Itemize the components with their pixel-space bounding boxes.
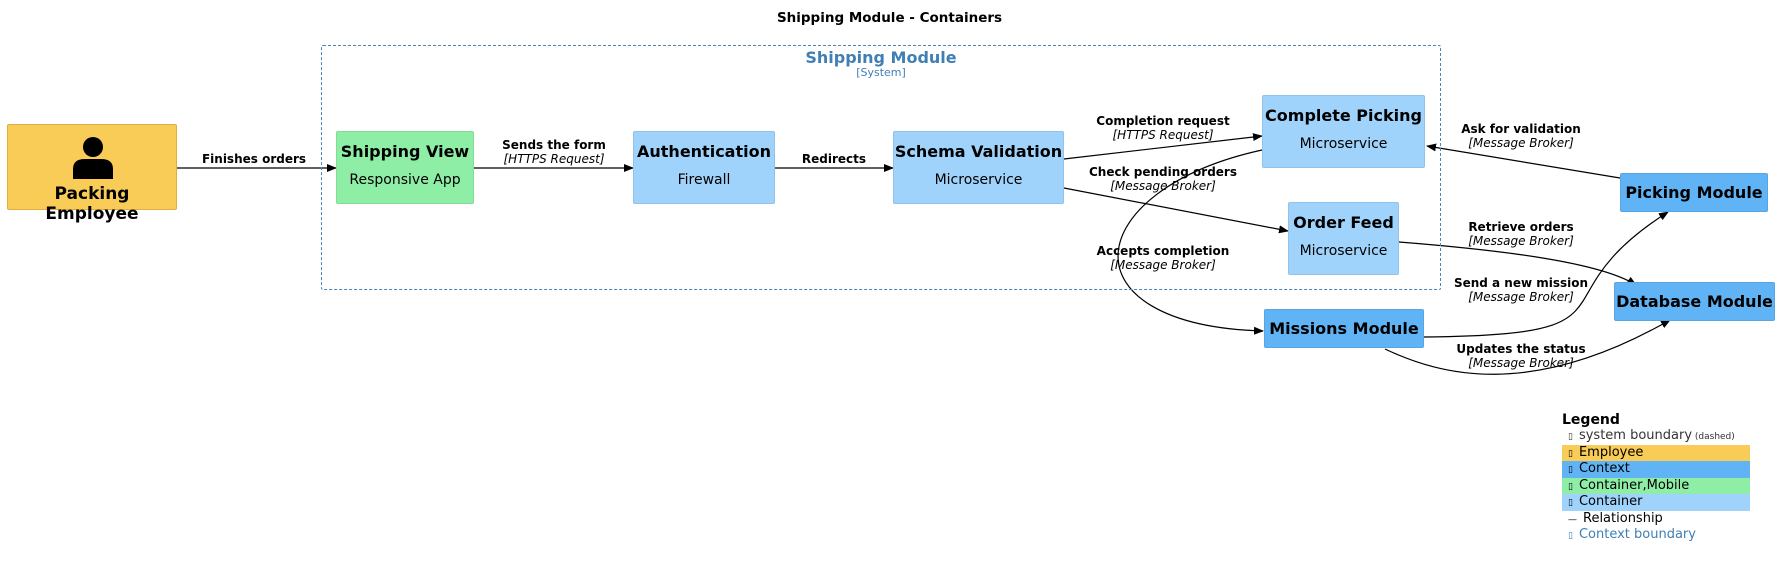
edge-label-accepts-completion: Accepts completion [Message Broker] [1096,244,1230,272]
node-tech: Microservice [934,172,1023,188]
legend-item: ▯ Container [1562,494,1750,511]
legend: Legend ▯ system boundary (dashed) ▯ Employe… [1562,412,1750,544]
legend-glyph: ▯ [1568,448,1573,459]
node-tech: Responsive App [349,172,461,188]
edge-updates-status [1384,319,1671,375]
edge-send-mission [1423,211,1669,338]
legend-label: system boundary [1578,428,1693,443]
legend-glyph: ▯ [1568,465,1573,475]
legend-glyph: ▯ [1568,481,1573,492]
legend-label: Context boundary [1578,527,1696,542]
node-name: Packing Employee [45,184,139,224]
node-missions-module[interactable]: Missions Module [1264,309,1424,348]
edge-label-send-mission: Send a new mission [Message Broker] [1453,276,1589,304]
legend-glyph: ▯ [1568,498,1573,508]
person-icon [73,137,113,179]
legend-label: Relationship [1583,510,1663,526]
edge-label-ask-validation: Ask for validation [Message Broker] [1461,122,1581,150]
legend-label: Container,Mobile [1578,477,1690,493]
edge-label-redirects: Redirects [801,152,867,166]
node-schema-validation[interactable]: Schema Validation Microservice [893,131,1064,204]
diagram-title: Shipping Module - Containers [776,10,1003,26]
node-authentication[interactable]: Authentication Firewall [633,131,775,204]
node-name: Complete Picking [1265,106,1422,125]
legend-rows: ▯ system boundary (dashed) ▯ Employee ▯ Conte… [1562,428,1750,544]
node-shipping-view[interactable]: Shipping View Responsive App [336,131,474,204]
legend-label: Context [1578,461,1630,476]
node-tech: Microservice [1299,243,1388,259]
node-database-module[interactable]: Database Module [1614,282,1775,321]
boundary-type: [System] [856,66,906,79]
edge-label-finishes-orders: Finishes orders [201,152,307,166]
node-complete-picking[interactable]: Complete Picking Microservice [1262,95,1425,168]
legend-glyph: ▯ [1568,432,1573,442]
edge-accepts-completion [1117,149,1264,335]
edge-label-check-pending: Check pending orders [Message Broker] [1089,165,1237,193]
node-picking-module[interactable]: Picking Module [1620,173,1768,212]
node-name: Authentication [637,142,771,161]
edge-label-retrieve-orders: Retrieve orders [Message Broker] [1468,220,1574,248]
edge-label-updates-status: Updates the status [Message Broker] [1456,342,1586,370]
node-name: Database Module [1616,292,1773,311]
legend-label: Container [1578,494,1643,509]
legend-item: ▯ Context [1562,461,1750,478]
node-name: Schema Validation [894,142,1063,161]
system-boundary: Shipping Module [System] [321,45,1441,290]
node-packing-employee[interactable]: Packing Employee [7,124,177,224]
edge-label-completion-request: Completion request [HTTPS Request] [1096,114,1230,142]
node-name: Order Feed [1293,213,1394,232]
node-name: Picking Module [1625,183,1763,202]
edge-label-sends-form: Sends the form [HTTPS Request] [502,138,606,166]
edge-check-pending [1063,187,1289,234]
legend-item: ▯ Employee [1562,444,1750,461]
node-name: Shipping View [340,142,470,161]
legend-glyph: — [1568,514,1577,525]
legend-note: (dashed) [1692,432,1735,442]
legend-title: Legend [1562,412,1620,428]
node-name: Missions Module [1269,319,1419,338]
legend-item: — Relationship [1562,511,1750,528]
boundary-title: Shipping Module [805,48,957,67]
edge-ask-validation [1426,143,1621,179]
legend-item: ▯ Container,Mobile [1562,477,1750,494]
node-order-feed[interactable]: Order Feed Microservice [1288,202,1399,275]
edge-completion-request [1063,133,1263,160]
legend-item: ▯ system boundary (dashed) [1562,428,1750,445]
legend-glyph: ▯ [1568,531,1573,541]
edge-retrieve-orders [1398,241,1637,286]
legend-item: ▯ Context boundary [1562,527,1750,544]
legend-label: Employee [1578,444,1644,460]
node-tech: Firewall [677,172,731,188]
node-tech: Microservice [1299,136,1388,152]
